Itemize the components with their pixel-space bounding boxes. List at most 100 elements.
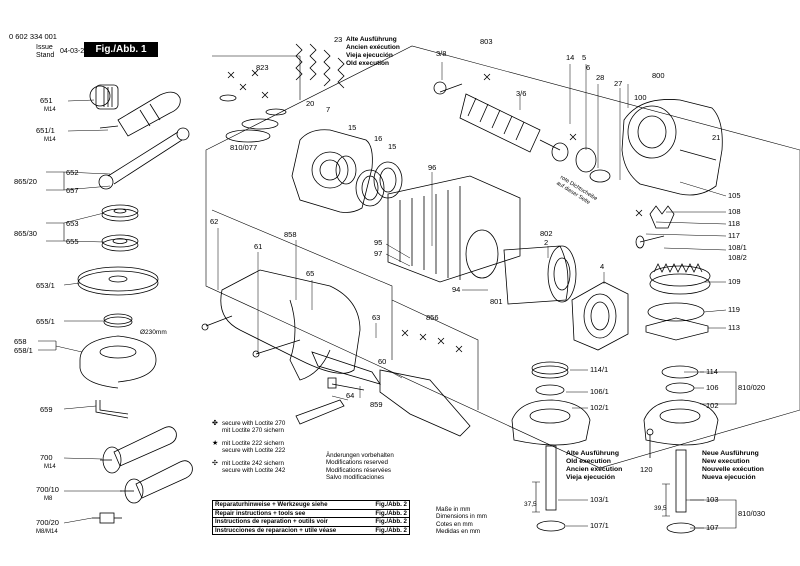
stud-700-20	[92, 512, 122, 524]
callout-20: 20	[306, 99, 314, 108]
legend-text: mit Loctite 270 sichern	[222, 427, 284, 435]
dimensions-note: Maße in mm Dimensions in mm Cotes en mm …	[436, 506, 487, 536]
callout-810-077: 810/077	[230, 143, 257, 152]
callout-106: 106	[706, 383, 719, 392]
spring-old-execution-labels: Alte Ausführung Ancien exécution Vieja e…	[346, 36, 400, 67]
spanner-652	[98, 127, 190, 190]
callout-15a: 15	[348, 123, 356, 132]
callout-651-sub: M14	[44, 107, 56, 113]
callout-107-1: 107/1	[590, 521, 609, 530]
callout-37-5: 37,5	[524, 501, 537, 508]
callout-801: 801	[490, 297, 503, 306]
handle-651	[89, 84, 119, 110]
callout-97: 97	[374, 249, 382, 258]
callout-659: 659	[40, 405, 53, 414]
callout-700-10: 700/10	[36, 485, 59, 494]
svg-text:Ancien exécution: Ancien exécution	[346, 44, 400, 51]
callout-109: 109	[728, 277, 741, 286]
callout-39-5: 39,5	[654, 505, 667, 512]
stand-label: Stand	[36, 52, 55, 59]
disc-653-1	[77, 266, 159, 296]
callout-103-1: 103/1	[590, 495, 609, 504]
motor-housing-96	[387, 175, 521, 283]
legend-text: secure with Loctite 222	[222, 447, 286, 455]
legend-text: secure with Loctite 242	[222, 467, 286, 475]
armature-803	[433, 81, 611, 183]
bevel-gear-109	[649, 263, 711, 295]
svg-text:Neue Ausführung: Neue Ausführung	[702, 450, 759, 457]
callout-700-20: 700/20	[36, 518, 59, 527]
callout-3-8: 3/8	[436, 49, 446, 58]
callout-16: 16	[374, 134, 382, 143]
callout-62: 62	[210, 217, 218, 226]
auxiliary-handle-700	[100, 426, 177, 474]
callout-108-2: 108/2	[728, 253, 747, 262]
hex-key-659	[95, 400, 129, 419]
modifications-note: Änderungen vorbehalten Modifications res…	[326, 452, 394, 482]
callout-6: 6	[586, 63, 590, 72]
callout-858: 858	[284, 230, 297, 239]
callout-700-20-sub: M8/M14	[36, 529, 58, 535]
callout-651-1: 651/1	[36, 126, 55, 135]
callout-100: 100	[634, 93, 647, 102]
callout-802: 802	[540, 229, 553, 238]
callout-700: 700	[40, 453, 53, 462]
callout-14: 14	[566, 53, 574, 62]
bearing-flange-113	[645, 317, 709, 341]
svg-text:Vieja ejecución: Vieja ejecución	[566, 474, 615, 481]
callout-119: 119	[728, 305, 740, 314]
callout-653: 653	[66, 219, 79, 228]
loctite-legend: ✤ secure with Loctite 270 mit Loctite 27…	[212, 420, 326, 478]
callout-105: 105	[728, 191, 741, 200]
callout-106-1: 106/1	[590, 387, 609, 396]
svg-text:Nueva ejecución: Nueva ejecución	[702, 474, 756, 481]
callout-65: 65	[306, 269, 314, 278]
issue-date: 04-03-25	[60, 48, 89, 55]
callout-810-020: 810/020	[738, 383, 765, 392]
callout-61: 61	[254, 242, 262, 251]
callout-823: 823	[256, 63, 269, 72]
callout-4: 4	[600, 262, 604, 271]
stator-802	[503, 245, 577, 305]
callout-658: 658	[14, 337, 27, 346]
legend-loctite-222: ★ mit Loctite 222 sichern secure with Lo…	[212, 440, 326, 458]
callout-64: 64	[346, 391, 354, 400]
callout-651: 651	[40, 96, 53, 105]
old-execution-labels: Alte Ausführung Old execution Ancien exé…	[566, 450, 622, 481]
switch-rod-64	[295, 399, 345, 425]
svg-text:Nouvelle exécution: Nouvelle exécution	[702, 466, 764, 473]
table-row: Instrucciones de reparacion + utile véas…	[215, 526, 407, 534]
guard-658	[79, 335, 157, 389]
callout-63: 63	[372, 313, 380, 322]
legend-loctite-242: ✣ mit Loctite 242 sichern secure with Lo…	[212, 460, 326, 478]
callout-108: 108	[728, 207, 741, 216]
legend-symbol-270: ✤	[212, 420, 218, 427]
callout-700-sub: M14	[44, 464, 56, 470]
callout-28: 28	[596, 73, 604, 82]
callout-108-1: 108/1	[728, 243, 747, 252]
auxiliary-handle-700-10	[120, 460, 193, 504]
callout-2: 2	[544, 238, 548, 247]
gear-housing-800	[621, 99, 723, 196]
callout-114-1: 114/1	[590, 365, 608, 374]
callout-27: 27	[614, 79, 622, 88]
callout-700-10-sub: M8	[44, 496, 53, 502]
callout-230mm: Ø230mm	[140, 329, 167, 336]
callout-803: 803	[480, 37, 493, 46]
handle-651-1	[99, 91, 181, 137]
callout-95: 95	[374, 238, 382, 247]
callout-102-1: 102/1	[590, 403, 609, 412]
legend-loctite-270: ✤ secure with Loctite 270 mit Loctite 27…	[212, 420, 326, 438]
flange-655	[101, 234, 139, 252]
svg-text:Alte Ausführung: Alte Ausführung	[566, 450, 619, 457]
legend-text: mit Loctite 242 sichern	[222, 460, 284, 467]
callout-labels: 651 M14 651/1 M14 652 865/20 657 653 865…	[14, 35, 765, 535]
cover-plate-assembly	[219, 94, 373, 213]
callout-113: 113	[728, 323, 740, 332]
leader-lines	[55, 62, 727, 529]
bearing-rings-15-16	[335, 155, 403, 207]
callout-5: 5	[582, 53, 586, 62]
screw-markers	[227, 69, 643, 353]
